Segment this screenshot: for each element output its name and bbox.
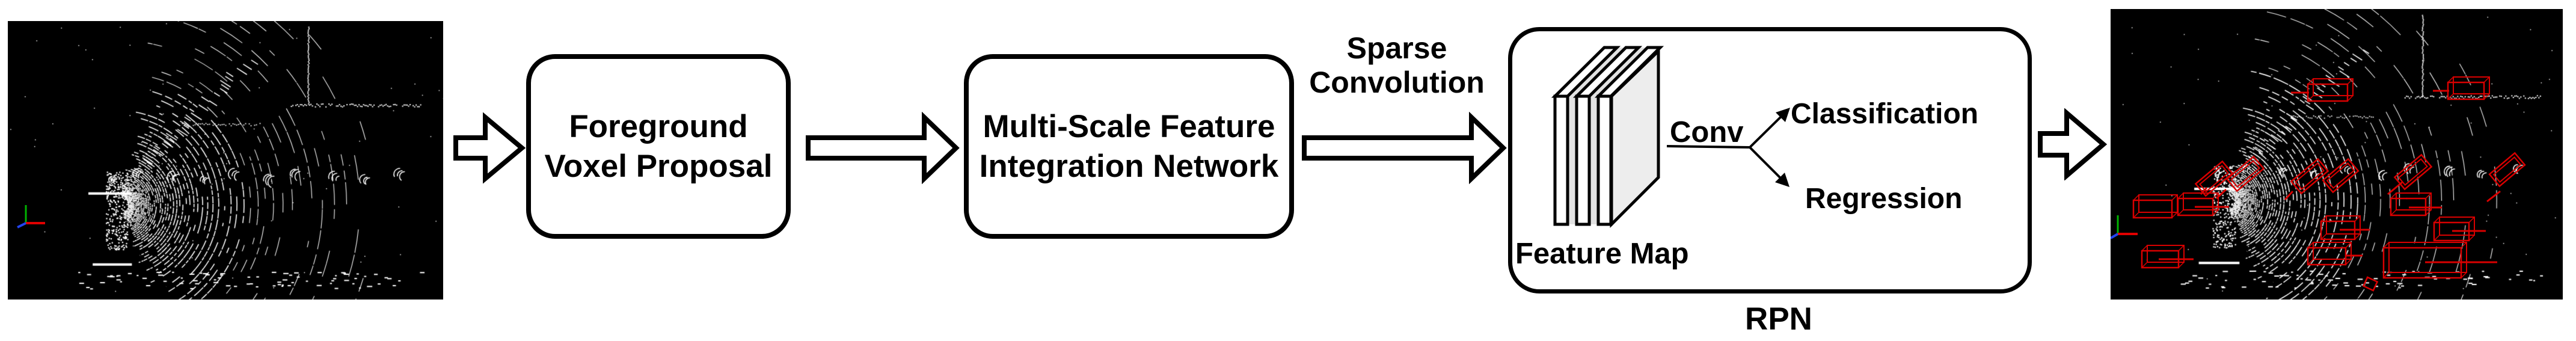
conv-fork-arrows-icon bbox=[1666, 108, 1790, 187]
detection-box bbox=[2320, 215, 2361, 241]
detection-box bbox=[2141, 245, 2185, 269]
detection-box bbox=[2390, 192, 2432, 217]
sparse-convolution-label: Sparse Convolution bbox=[1309, 31, 1485, 99]
detection-box bbox=[2307, 78, 2354, 102]
detection-boxes-layer bbox=[2132, 76, 2526, 292]
multiscale-feature-integration-label: Multi-Scale Feature Integration Network bbox=[979, 108, 1279, 184]
detection-box bbox=[2177, 192, 2219, 217]
detection-box bbox=[2194, 160, 2234, 197]
flow-arrow-3-icon bbox=[1302, 112, 1507, 184]
detection-box bbox=[2362, 276, 2379, 292]
lidar-input-image bbox=[8, 21, 443, 300]
detection-box bbox=[2225, 155, 2265, 192]
detection-box bbox=[2382, 242, 2467, 279]
flow-arrow-2-icon bbox=[806, 112, 960, 184]
detection-box bbox=[2290, 158, 2329, 195]
detection-box bbox=[2488, 152, 2526, 188]
lidar-input-canvas bbox=[8, 21, 443, 300]
detection-box bbox=[2322, 158, 2360, 194]
detection-box bbox=[2447, 76, 2490, 100]
origin-axes-icon bbox=[2111, 215, 2138, 239]
detection-box bbox=[2307, 242, 2352, 266]
foreground-voxel-proposal-box: Foreground Voxel Proposal bbox=[526, 54, 791, 239]
origin-axes-icon bbox=[17, 205, 45, 229]
flow-arrow-1-icon bbox=[453, 112, 526, 184]
detection-box bbox=[2433, 217, 2475, 242]
feature-map-icon bbox=[1551, 46, 1664, 229]
foreground-voxel-proposal-label: Foreground Voxel Proposal bbox=[544, 108, 773, 184]
rpn-caption: RPN bbox=[1745, 301, 1812, 337]
flow-arrow-4-icon bbox=[2038, 108, 2108, 180]
regression-label: Regression bbox=[1805, 183, 1963, 215]
classification-label: Classification bbox=[1791, 98, 1979, 130]
conv-label: Conv bbox=[1670, 116, 1744, 149]
feature-map-label: Feature Map bbox=[1515, 238, 1689, 270]
rpn-box: Feature Map Conv Classification Regressi… bbox=[1508, 27, 2032, 293]
lidar-output-canvas bbox=[2111, 9, 2563, 300]
lidar-output-image bbox=[2111, 9, 2563, 300]
multiscale-feature-integration-box: Multi-Scale Feature Integration Network bbox=[964, 54, 1294, 239]
